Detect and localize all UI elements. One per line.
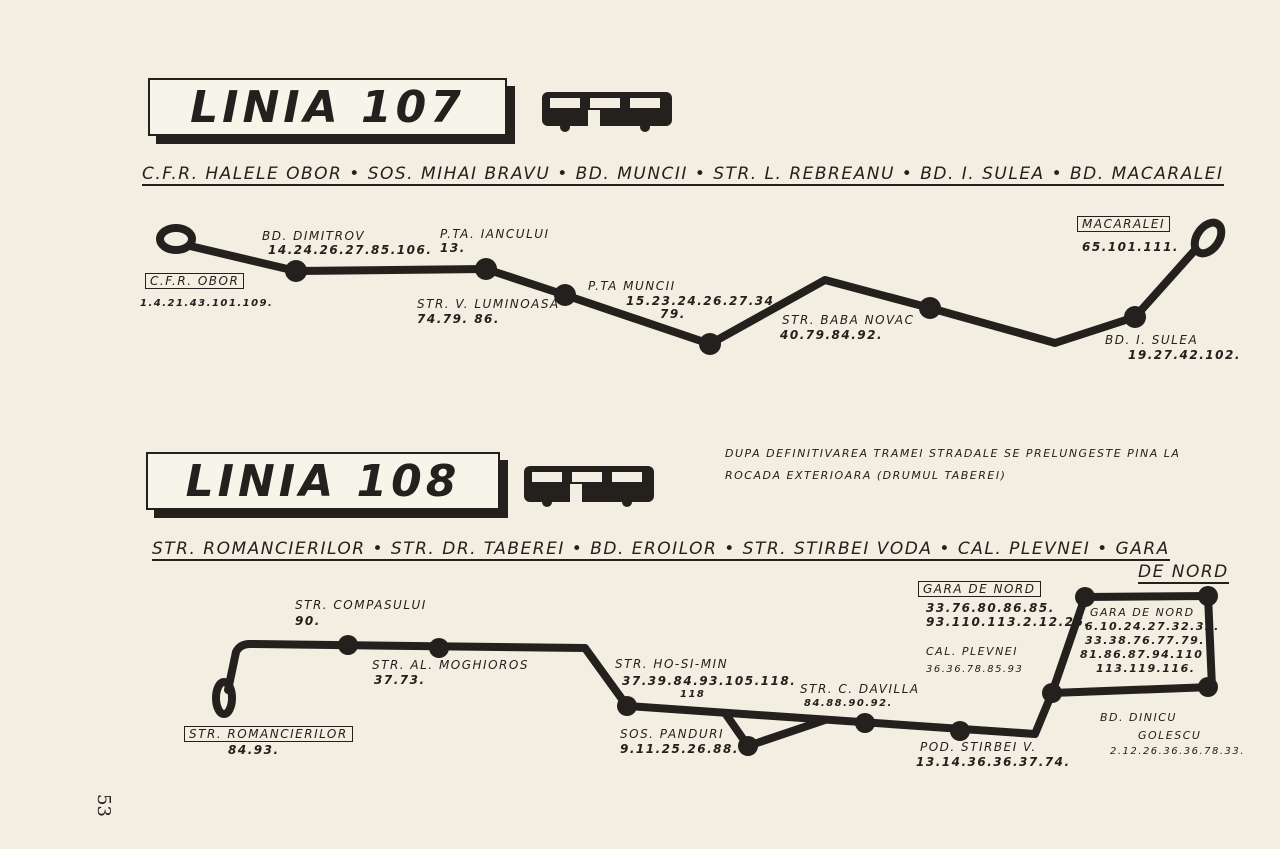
stop-dot — [855, 713, 875, 733]
stop-dot — [429, 638, 449, 658]
bus-icon-107 — [542, 92, 672, 132]
station-name: STR. COMPASULUI — [295, 598, 427, 612]
station-name: STR. AL. MOGHIOROS — [372, 658, 529, 672]
station-name: GARA DE NORD — [1090, 606, 1195, 619]
station-lines: 33.38.76.77.79. — [1085, 634, 1205, 647]
station-lines: 79. — [660, 307, 686, 321]
station-name: GOLESCU — [1138, 729, 1202, 742]
page-number: 53 — [92, 794, 114, 817]
station-name: MACARALEI — [1077, 216, 1171, 232]
station-lines: 2.12.26.36.36.78.33. — [1110, 746, 1245, 757]
station-lines: 90. — [295, 614, 321, 628]
station-lines: 13. — [440, 241, 466, 255]
station-lines: 33.76.80.86.85. — [926, 601, 1055, 615]
station-name: C.F.R. OBOR — [145, 273, 245, 289]
station-lines: 9.11.25.26.88. — [620, 742, 739, 756]
station-name: BD. I. SULEA — [1105, 333, 1199, 347]
line107-loop-end — [1190, 218, 1226, 258]
station-lines: 93.110.113.2.12.26. — [926, 615, 1091, 629]
station-name: BD. DIMITROV — [262, 229, 366, 243]
station-name: CAL. PLEVNEI — [926, 645, 1018, 658]
station-lines: 36.36.78.85.93 — [926, 664, 1024, 675]
station-name: P.TA. IANCULUI — [440, 227, 550, 241]
stop-dot — [919, 297, 941, 319]
line108-loop-start — [212, 678, 236, 718]
station-lines: 19.27.42.102. — [1128, 348, 1241, 362]
stop-dot — [950, 721, 970, 741]
station-lines: 6.10.24.27.32.32. — [1085, 620, 1220, 633]
line108-route-description-end: DE NORD — [1138, 562, 1229, 584]
line108-title: LINIA 108 — [185, 456, 461, 507]
line107-route — [186, 242, 1199, 348]
stop-dot — [338, 635, 358, 655]
stop-dot — [617, 696, 637, 716]
station-lines: 74.79. 86. — [417, 312, 500, 326]
station-lines: 118 — [680, 689, 706, 700]
line108-title-box: LINIA 108 — [146, 452, 500, 510]
stop-dot — [1198, 586, 1218, 606]
station-lines: 15.23.24.26.27.34. — [626, 294, 781, 308]
line107-title: LINIA 107 — [190, 82, 465, 133]
station-lines: 113.119.116. — [1096, 662, 1196, 675]
station-name: STR. V. LUMINOASA — [417, 297, 560, 311]
stop-dot — [475, 258, 497, 280]
line108-route-description: STR. ROMANCIERILOR • STR. DR. TABEREI • … — [152, 539, 1170, 561]
line107-title-box: LINIA 107 — [148, 78, 507, 136]
stop-dot — [1124, 306, 1146, 328]
station-name: POD. STIRBEI V. — [920, 740, 1037, 754]
station-lines: 14.24.26.27.85.106. — [268, 243, 433, 257]
station-lines: 84.93. — [228, 743, 280, 757]
station-name: STR. HO-SI-MIN — [615, 657, 729, 671]
station-lines: 81.86.87.94.110 — [1080, 648, 1204, 661]
station-lines: 84.88.90.92. — [804, 698, 893, 709]
station-lines: 13.14.36.36.37.74. — [916, 755, 1071, 769]
station-name: STR. BABA NOVAC — [782, 313, 915, 327]
stop-dot — [738, 736, 758, 756]
station-lines: 37.39.84.93.105.118. — [622, 674, 797, 688]
station-lines: 65.101.111. — [1082, 240, 1179, 254]
line108-route — [224, 592, 1216, 738]
station-name: SOS. PANDURI — [620, 727, 725, 741]
station-lines: 1.4.21.43.101.109. — [140, 298, 274, 309]
stop-dot — [1075, 587, 1095, 607]
station-name: GARA DE NORD — [918, 581, 1041, 597]
station-name: STR. C. DAVILLA — [800, 682, 920, 696]
stop-dot — [285, 260, 307, 282]
station-name: BD. DINICU — [1100, 711, 1177, 724]
bus-icon-108 — [524, 466, 654, 507]
stop-dot — [699, 333, 721, 355]
stop-dot — [554, 284, 576, 306]
station-lines: 37.73. — [374, 673, 426, 687]
line107-loop-start — [156, 224, 196, 254]
line107-route-description: C.F.R. HALELE OBOR • SOS. MIHAI BRAVU • … — [142, 164, 1224, 186]
stop-dot — [1198, 677, 1218, 697]
station-name: STR. ROMANCIERILOR — [184, 726, 353, 742]
station-name: P.TA MUNCII — [588, 279, 676, 293]
line108-note: DUPA DEFINITIVAREA TRAMEI STRADALE SE PR… — [725, 447, 1181, 482]
stop-dot — [1042, 683, 1062, 703]
station-lines: 40.79.84.92. — [780, 328, 884, 342]
